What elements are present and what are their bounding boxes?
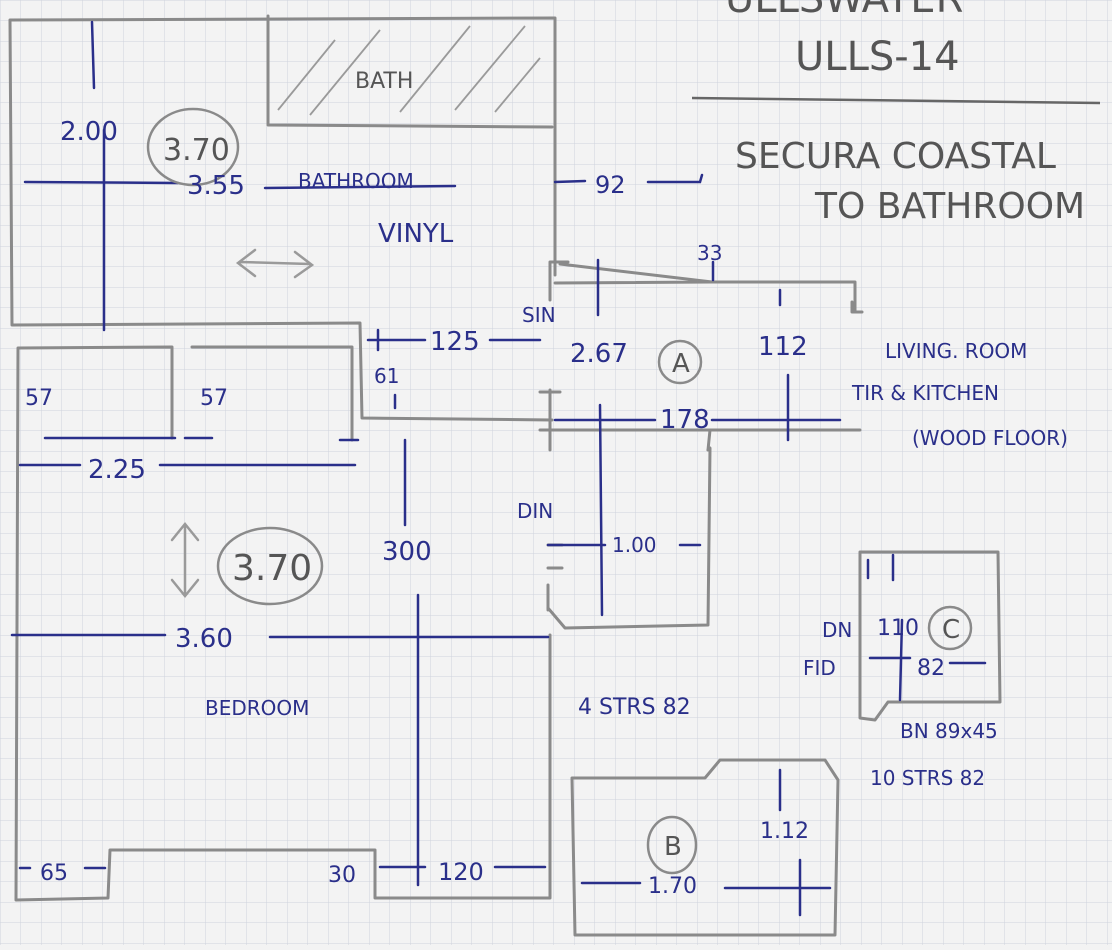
hatch-line [399,25,471,113]
header-divider [691,96,1101,105]
bedroom-area-circle [216,526,324,606]
dim-line-c-top [866,553,895,582]
c-dn-value: 110 [877,616,919,641]
dim-line-112 [778,288,790,442]
dim-61: 61 [374,364,399,388]
dim-line-area-b [580,768,832,917]
dim-125: 125 [430,327,480,357]
c-dim-82: 82 [917,656,945,681]
dim-line-area-c [868,618,987,702]
pencil-walls [8,14,1002,937]
dim-33: 33 [697,241,722,265]
hall-lower-walls [546,446,712,630]
dim-line-1-00 [598,403,604,617]
dim-300: 300 [382,537,432,567]
dim-b-1-12: 1.12 [760,819,809,844]
dim-2-00: 2.00 [60,117,118,147]
dim-line-2-00 [90,20,106,332]
bathroom-area: 3.70 [163,133,230,168]
bath-hatching [277,25,541,116]
bath-label: BATH [355,69,413,94]
header-line1: ULLSWATER [725,0,963,22]
bathroom-floor: VINYL [378,219,454,249]
marker-a-circle [657,339,703,385]
living-line1: LIVING. ROOM [885,339,1027,363]
door-tick-living [850,300,864,314]
hall-top-wall [553,262,857,314]
dim-line-125 [366,328,542,352]
dim-57a: 57 [25,386,53,411]
double-arrow-vertical-icon [170,522,200,598]
bathroom-name: BATHROOM [298,169,414,193]
dim-1-00: 1.00 [612,533,657,557]
double-arrow-horizontal-icon [235,248,315,279]
door-tick-sin [548,260,570,302]
direction-arrows [170,248,315,598]
c-stairs: 10 STRS 82 [870,766,985,790]
living-line3: (WOOD FLOOR) [912,426,1068,450]
dim-2-25: 2.25 [88,455,146,485]
pencil-text: BATH 3.70 3.70 A B C [163,69,960,862]
dim-30: 30 [328,863,356,888]
hatch-line [494,57,541,113]
bedroom-walls [14,345,552,902]
bathroom-area-circle [146,107,240,187]
header-note-line1: SECURA COASTAL [735,136,1056,177]
bedroom-name: BEDROOM [205,696,309,720]
dim-line-57 [43,436,360,442]
c-fid: FID [803,656,836,680]
dim-112: 112 [758,332,808,362]
area-b-outline [570,758,840,937]
door-tick-hall [538,388,562,452]
marker-b: B [664,832,682,862]
dim-2-67: 2.67 [570,339,628,369]
dim-line-3-60 [10,633,550,639]
dim-b-1-70: 1.70 [648,874,697,899]
c-bn: BN 89x45 [900,719,998,743]
dim-line-3-55 [23,180,457,190]
header-line2: ULLS-14 [795,34,960,80]
stairs-note: 4 STRS 82 [578,695,691,720]
label-sin: SIN [522,303,556,327]
bathroom-walls [8,16,557,422]
hatch-line [277,39,336,111]
area-c-outline [858,550,1002,722]
bath-outline [266,14,554,129]
marker-c: C [942,615,960,645]
ink-dimensions [10,20,987,917]
dim-120: 120 [438,858,484,886]
ink-text: 2.00 3.55 BATHROOM VINYL 92 33 SIN 125 2… [25,117,1068,899]
dim-3-60: 3.60 [175,624,233,654]
dim-92: 92 [595,171,626,199]
header-note-line2: TO BATHROOM [814,186,1085,227]
bedroom-area: 3.70 [232,548,312,589]
hatch-line [309,29,381,116]
hatch-line [454,25,526,111]
dim-line-92 [553,173,704,184]
area-circles [146,107,973,875]
labels: ULLSWATER ULLS-14 SECURA COASTAL TO BATH… [25,0,1101,899]
marker-a: A [672,349,690,379]
dim-57b: 57 [200,386,228,411]
label-din: DIN [517,499,553,523]
marker-c-circle [927,605,973,651]
c-dn: DN [822,618,852,642]
living-line2: TIR & KITCHEN [851,381,999,405]
dim-178: 178 [660,405,710,435]
hall-mid-wall [538,428,862,452]
marker-b-circle [646,815,698,875]
dim-3-55: 3.55 [187,171,245,201]
dim-65: 65 [40,861,68,886]
